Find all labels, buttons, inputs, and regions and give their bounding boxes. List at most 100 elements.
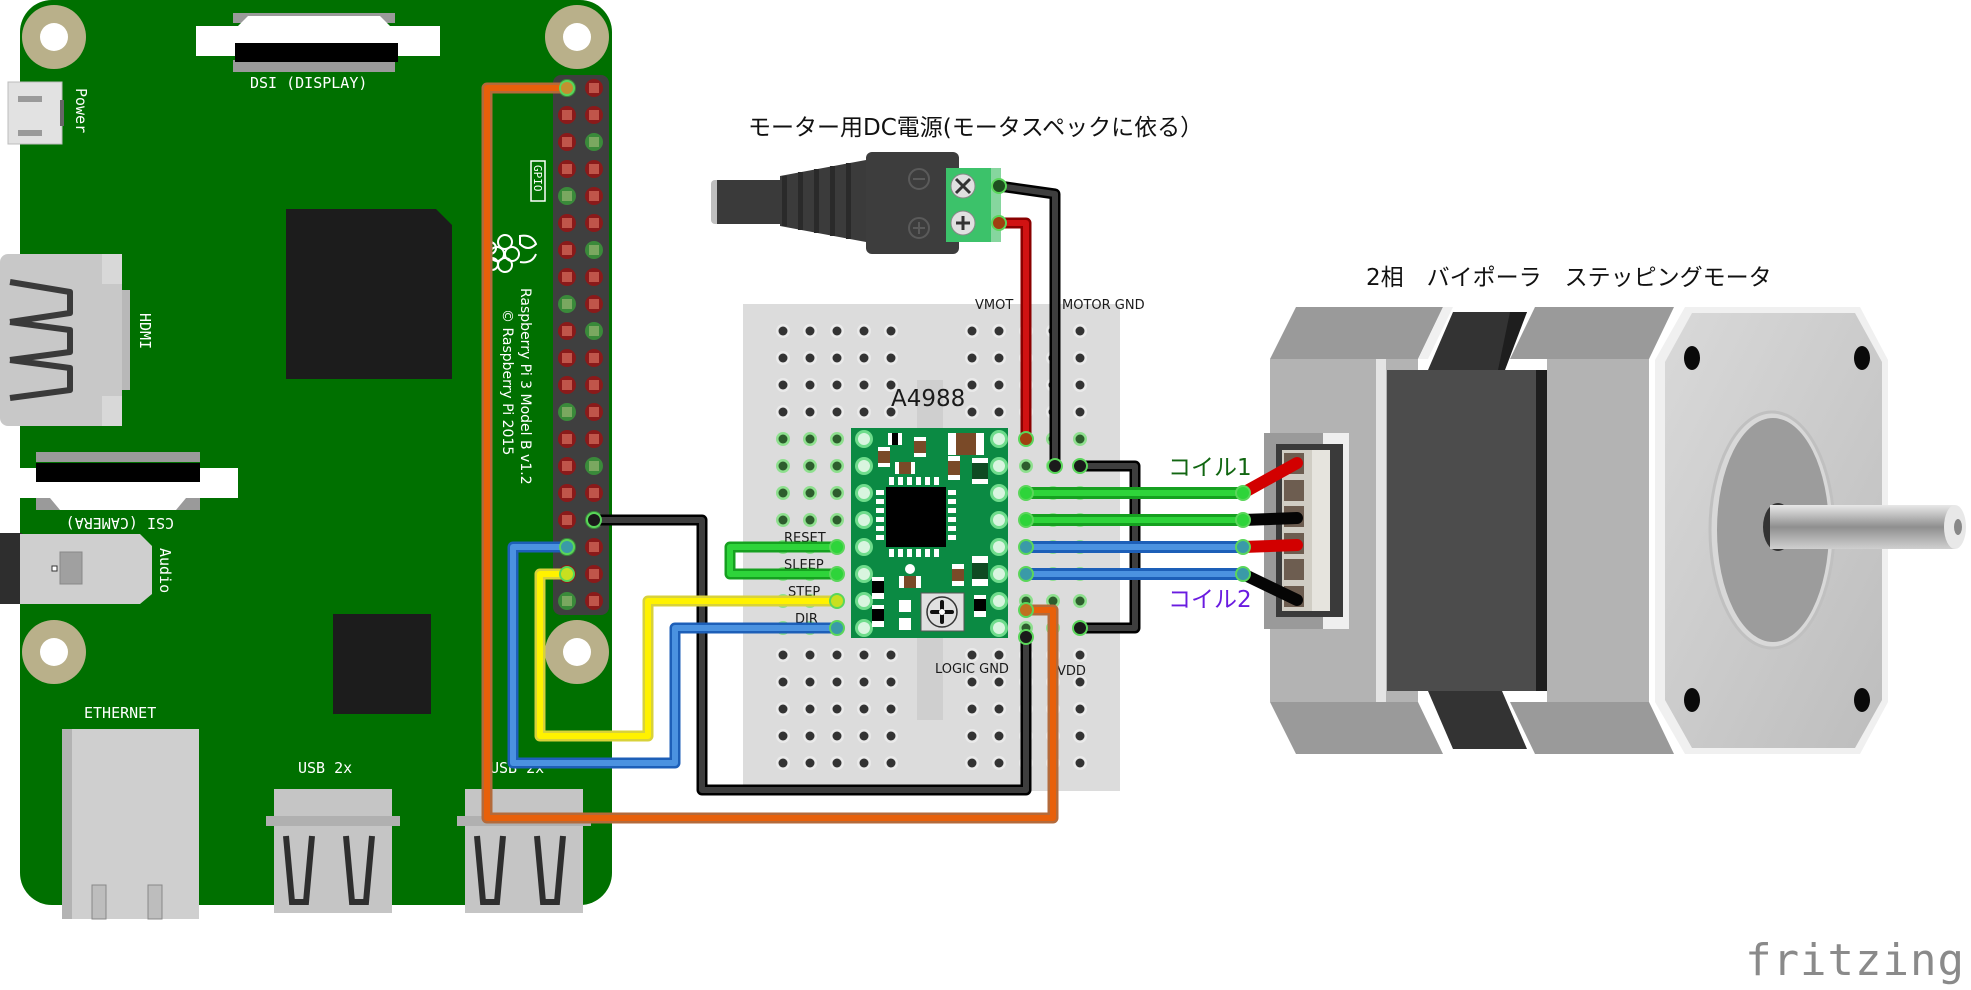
wire-end[interactable] bbox=[829, 593, 845, 609]
wire-end[interactable] bbox=[1072, 620, 1088, 636]
breadboard-hole[interactable] bbox=[884, 675, 898, 689]
breadboard-hole[interactable] bbox=[830, 351, 844, 365]
wire-end[interactable] bbox=[1018, 485, 1034, 501]
breadboard-hole[interactable] bbox=[803, 756, 817, 770]
wire-end[interactable] bbox=[1072, 458, 1088, 474]
breadboard-hole[interactable] bbox=[776, 729, 790, 743]
breadboard-hole[interactable] bbox=[1073, 594, 1087, 608]
breadboard-hole[interactable] bbox=[803, 351, 817, 365]
wire-end[interactable] bbox=[1018, 566, 1034, 582]
breadboard-hole[interactable] bbox=[857, 756, 871, 770]
breadboard-hole[interactable] bbox=[1073, 756, 1087, 770]
breadboard-hole[interactable] bbox=[830, 702, 844, 716]
breadboard-hole[interactable] bbox=[884, 324, 898, 338]
breadboard-hole[interactable] bbox=[965, 378, 979, 392]
breadboard-hole[interactable] bbox=[965, 729, 979, 743]
wire-end[interactable] bbox=[559, 566, 575, 582]
breadboard-hole[interactable] bbox=[776, 405, 790, 419]
breadboard-hole[interactable] bbox=[992, 648, 1006, 662]
breadboard-hole[interactable] bbox=[992, 351, 1006, 365]
wire-end[interactable] bbox=[829, 620, 845, 636]
breadboard-hole[interactable] bbox=[803, 378, 817, 392]
wire-end[interactable] bbox=[1235, 566, 1251, 582]
breadboard-hole[interactable] bbox=[830, 513, 844, 527]
breadboard-hole[interactable] bbox=[1073, 405, 1087, 419]
breadboard-hole[interactable] bbox=[884, 648, 898, 662]
breadboard-hole[interactable] bbox=[803, 324, 817, 338]
breadboard-hole[interactable] bbox=[857, 351, 871, 365]
breadboard-hole[interactable] bbox=[830, 405, 844, 419]
wire-end[interactable] bbox=[829, 566, 845, 582]
wire-end[interactable] bbox=[991, 215, 1007, 231]
breadboard-hole[interactable] bbox=[830, 324, 844, 338]
breadboard-hole[interactable] bbox=[992, 324, 1006, 338]
breadboard-hole[interactable] bbox=[776, 675, 790, 689]
breadboard-hole[interactable] bbox=[803, 648, 817, 662]
breadboard-hole[interactable] bbox=[857, 405, 871, 419]
breadboard-hole[interactable] bbox=[857, 324, 871, 338]
breadboard-hole[interactable] bbox=[965, 675, 979, 689]
breadboard-hole[interactable] bbox=[857, 648, 871, 662]
breadboard-hole[interactable] bbox=[992, 675, 1006, 689]
breadboard-hole[interactable] bbox=[776, 756, 790, 770]
breadboard-hole[interactable] bbox=[1073, 729, 1087, 743]
breadboard-hole[interactable] bbox=[776, 648, 790, 662]
wire-end[interactable] bbox=[559, 539, 575, 555]
breadboard-hole[interactable] bbox=[803, 432, 817, 446]
breadboard-hole[interactable] bbox=[1073, 702, 1087, 716]
breadboard-hole[interactable] bbox=[992, 756, 1006, 770]
wire-end[interactable] bbox=[559, 80, 575, 96]
wire-end[interactable] bbox=[829, 539, 845, 555]
breadboard-hole[interactable] bbox=[803, 459, 817, 473]
breadboard-hole[interactable] bbox=[776, 432, 790, 446]
breadboard-hole[interactable] bbox=[884, 729, 898, 743]
wire-end[interactable] bbox=[1235, 485, 1251, 501]
breadboard-hole[interactable] bbox=[857, 729, 871, 743]
breadboard-hole[interactable] bbox=[965, 324, 979, 338]
breadboard-hole[interactable] bbox=[1073, 675, 1087, 689]
wire-end[interactable] bbox=[1235, 512, 1251, 528]
wire-end[interactable] bbox=[1018, 512, 1034, 528]
breadboard-hole[interactable] bbox=[884, 756, 898, 770]
breadboard-hole[interactable] bbox=[992, 702, 1006, 716]
breadboard-hole[interactable] bbox=[776, 513, 790, 527]
breadboard-hole[interactable] bbox=[830, 756, 844, 770]
breadboard-hole[interactable] bbox=[857, 378, 871, 392]
breadboard-hole[interactable] bbox=[830, 486, 844, 500]
breadboard-hole[interactable] bbox=[1073, 432, 1087, 446]
breadboard-hole[interactable] bbox=[776, 324, 790, 338]
breadboard-hole[interactable] bbox=[1073, 351, 1087, 365]
breadboard-hole[interactable] bbox=[803, 702, 817, 716]
wire-end[interactable] bbox=[586, 512, 602, 528]
breadboard-hole[interactable] bbox=[857, 702, 871, 716]
breadboard-hole[interactable] bbox=[803, 486, 817, 500]
breadboard-hole[interactable] bbox=[830, 648, 844, 662]
breadboard-hole[interactable] bbox=[965, 351, 979, 365]
breadboard-hole[interactable] bbox=[1073, 324, 1087, 338]
wire-end[interactable] bbox=[1018, 602, 1034, 618]
breadboard-hole[interactable] bbox=[830, 432, 844, 446]
breadboard-hole[interactable] bbox=[992, 729, 1006, 743]
wire-end[interactable] bbox=[1018, 629, 1034, 645]
breadboard-hole[interactable] bbox=[776, 351, 790, 365]
breadboard-hole[interactable] bbox=[965, 648, 979, 662]
breadboard-hole[interactable] bbox=[803, 675, 817, 689]
breadboard-hole[interactable] bbox=[992, 378, 1006, 392]
breadboard-hole[interactable] bbox=[803, 513, 817, 527]
breadboard-hole[interactable] bbox=[803, 729, 817, 743]
breadboard-hole[interactable] bbox=[884, 405, 898, 419]
breadboard-hole[interactable] bbox=[884, 378, 898, 392]
breadboard-hole[interactable] bbox=[776, 378, 790, 392]
breadboard-hole[interactable] bbox=[965, 756, 979, 770]
wire-end[interactable] bbox=[1018, 539, 1034, 555]
breadboard-hole[interactable] bbox=[830, 675, 844, 689]
breadboard-hole[interactable] bbox=[884, 702, 898, 716]
breadboard-hole[interactable] bbox=[965, 405, 979, 419]
breadboard-hole[interactable] bbox=[992, 405, 1006, 419]
wire-end[interactable] bbox=[1047, 458, 1063, 474]
breadboard-hole[interactable] bbox=[965, 702, 979, 716]
breadboard-hole[interactable] bbox=[776, 459, 790, 473]
breadboard-hole[interactable] bbox=[1073, 648, 1087, 662]
breadboard-hole[interactable] bbox=[884, 351, 898, 365]
breadboard-hole[interactable] bbox=[776, 486, 790, 500]
